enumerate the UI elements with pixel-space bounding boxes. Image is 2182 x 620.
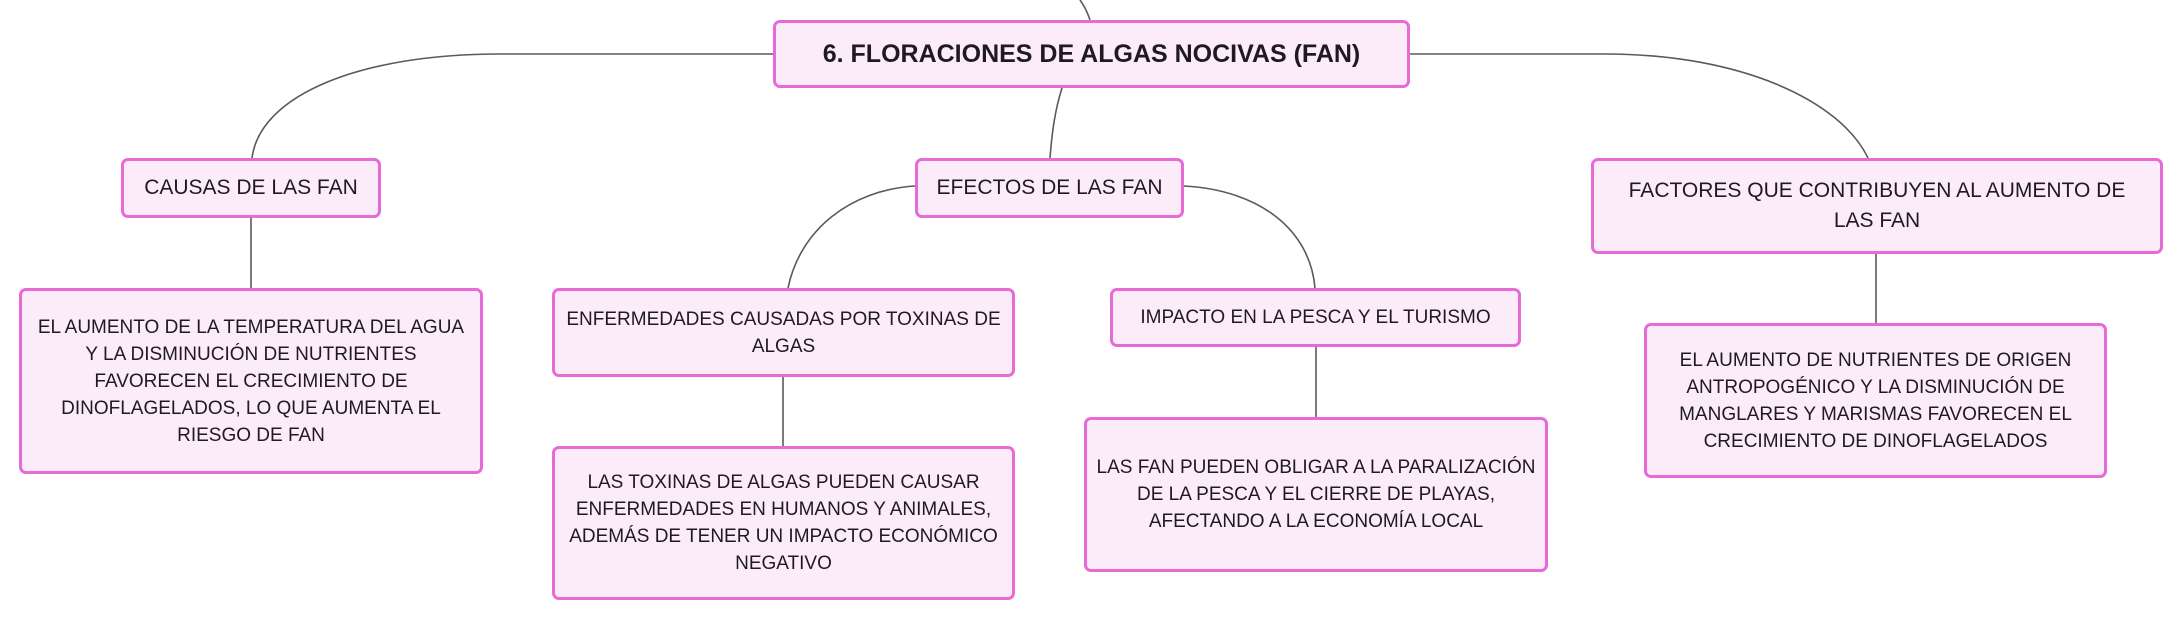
connector-efectos-to-enfermedades: [787, 185, 916, 289]
connector-title-to-efectos: [1049, 87, 1063, 159]
impacto-detail-text: LAS FAN PUEDEN OBLIGAR A LA PARALIZACIÓN…: [1096, 457, 1536, 532]
causas-detail-text: EL AUMENTO DE LA TEMPERATURA DEL AGUA Y …: [37, 316, 465, 446]
connector-parent-to-title: [1079, 0, 1091, 21]
central-topic[interactable]: 6. FLORACIONES DE ALGAS NOCIVAS (FAN): [773, 20, 1410, 88]
branch-efectos[interactable]: EFECTOS DE LAS FAN: [915, 158, 1184, 218]
branch-causas-label: CAUSAS DE LAS FAN: [144, 176, 358, 199]
factores-detail[interactable]: EL AUMENTO DE NUTRIENTES DE ORIGEN ANTRO…: [1644, 323, 2107, 478]
factores-detail-text: EL AUMENTO DE NUTRIENTES DE ORIGEN ANTRO…: [1679, 349, 2072, 452]
enfermedades-detail-text: LAS TOXINAS DE ALGAS PUEDEN CAUSAR ENFER…: [569, 472, 998, 574]
subtopic-impacto[interactable]: IMPACTO EN LA PESCA Y EL TURISMO: [1110, 288, 1521, 347]
subtopic-enfermedades-label: ENFERMEDADES CAUSADAS POR TOXINAS DE ALG…: [566, 308, 1001, 357]
causas-detail[interactable]: EL AUMENTO DE LA TEMPERATURA DEL AGUA Y …: [19, 288, 483, 474]
central-topic-label: 6. FLORACIONES DE ALGAS NOCIVAS (FAN): [822, 39, 1361, 68]
branch-efectos-label: EFECTOS DE LAS FAN: [936, 176, 1163, 199]
impacto-detail[interactable]: LAS FAN PUEDEN OBLIGAR A LA PARALIZACIÓN…: [1084, 417, 1548, 572]
branch-causas[interactable]: CAUSAS DE LAS FAN: [121, 158, 381, 218]
subtopic-enfermedades[interactable]: ENFERMEDADES CAUSADAS POR TOXINAS DE ALG…: [552, 288, 1015, 377]
enfermedades-detail[interactable]: LAS TOXINAS DE ALGAS PUEDEN CAUSAR ENFER…: [552, 446, 1015, 600]
connector-efectos-to-impacto: [1183, 185, 1316, 289]
connector-title-to-factores: [1410, 53, 1869, 159]
connector-title-to-causas: [251, 53, 773, 159]
branch-factores[interactable]: FACTORES QUE CONTRIBUYEN AL AUMENTO DE L…: [1591, 158, 2163, 254]
branch-factores-label: FACTORES QUE CONTRIBUYEN AL AUMENTO DE L…: [1628, 179, 2126, 232]
subtopic-impacto-label: IMPACTO EN LA PESCA Y EL TURISMO: [1140, 307, 1491, 328]
